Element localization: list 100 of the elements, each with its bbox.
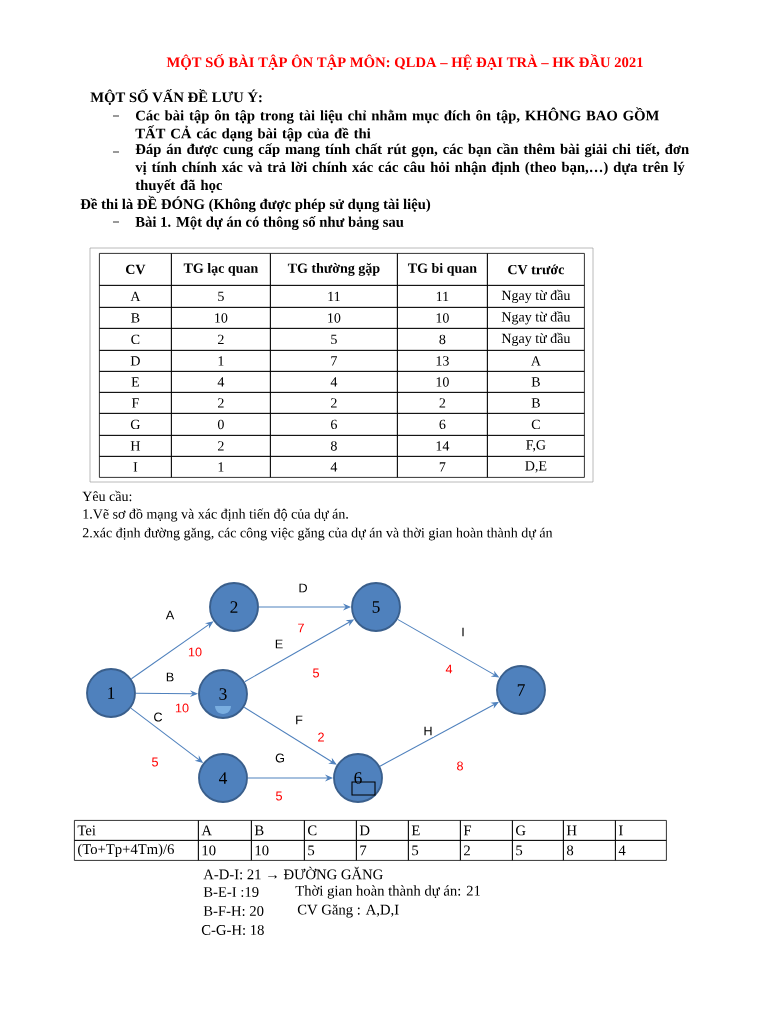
table-cell: 5 (408, 840, 461, 861)
table-cell: H (563, 820, 616, 841)
table-cell: Ngay từ đầu (487, 285, 585, 308)
table-cell: 4 (270, 456, 398, 478)
table-cell: 10 (270, 307, 398, 329)
duration-label: 5 (276, 791, 282, 801)
edge-label: B (166, 672, 174, 682)
table-cell: (To+Tp+4Tm)/6 (74, 840, 199, 861)
text-line: 1.Vẽ sơ đồ mạng và xác định tiến độ của dự án. (83, 508, 348, 522)
edge-label: C (154, 712, 163, 722)
edge-label: D (299, 583, 307, 593)
table-cell: 11 (397, 285, 488, 308)
table-cell: 10 (251, 840, 305, 861)
text-line: Đề thi là ĐỀ ĐÓNG (Không được phép sử dụng tài liệu) (80, 195, 431, 213)
table-cell: 5 (304, 840, 357, 861)
table-cell: Tei (74, 820, 199, 841)
table-cell: 0 (171, 413, 271, 436)
table-cell: 8 (563, 840, 616, 861)
table-cell: 5 (171, 285, 271, 308)
paragraph: Đáp án được cung cấp mang tính chất rút gọn, các bạn cần thêm bài giải chi tiết, đơn vị tính chính xác và trả lời chính xác các câu hỏi nhận định (theo bạn,…) dựa trên lý thuyết đã học (135, 143, 689, 194)
edge-label: A (165, 610, 175, 620)
table-cell: C (487, 413, 585, 436)
duration-label: 2 (318, 732, 324, 742)
table-cell: 2 (171, 435, 271, 457)
duration-label: 10 (188, 647, 202, 657)
table-cell: 7 (270, 350, 398, 372)
table-cell: D (356, 820, 409, 841)
table-cell: 10 (171, 307, 271, 329)
table-cell: 2 (270, 392, 398, 414)
table-cell: G (99, 413, 172, 436)
text-line: 2.xác định đường găng, các công việc găng của dự án và thời gian hoàn thành dự án (82, 527, 553, 541)
table-cell: CV trước (487, 253, 585, 286)
table-cell: 7 (397, 456, 488, 478)
duration-label: 10 (175, 703, 189, 713)
table-cell: B (251, 820, 305, 841)
duration-label: 4 (445, 664, 453, 674)
table-cell: F,G (487, 435, 585, 457)
table-cell: H (99, 435, 172, 457)
text-line: Yêu cầu: (82, 490, 132, 502)
title: MỘT SỐ BÀI TẬP ÔN TẬP MÔN: QLDA – HỆ ĐẠI TRÀ – HK ĐẦU 2021 (166, 54, 643, 70)
table-cell: 13 (397, 350, 488, 372)
table-cell: B (487, 392, 585, 414)
text-line: B-F-H: 20 (203, 906, 264, 916)
table-cell: 4 (615, 840, 667, 861)
table-cell: TG bi quan (397, 253, 488, 286)
table-cell: TG lạc quan (171, 253, 271, 286)
table-cell: 10 (397, 371, 488, 393)
table-cell: C (304, 820, 357, 841)
paragraph: Các bài tập ôn tập trong tài liệu chỉ nhằm mục đích ôn tập, KHÔNG BAO GỒM TẤT CẢ các dạng bài tập của đề thi (135, 107, 659, 142)
table-cell: I (615, 820, 667, 841)
heading: MỘT SỐ VẤN ĐỀ LƯU Ý: (90, 89, 262, 105)
text-line: C-G-H: 18 (201, 925, 264, 935)
table-cell: B (99, 307, 172, 329)
table-cell: 1 (171, 456, 271, 478)
duration-label: 5 (313, 668, 319, 678)
table-cell: D,E (487, 456, 585, 478)
table-cell: 1 (171, 350, 271, 372)
table-cell: 5 (270, 328, 398, 351)
table-cell: 14 (397, 435, 488, 457)
table-cell: I (99, 456, 172, 478)
edge-label: F (296, 715, 303, 725)
arrow (243, 706, 337, 765)
table-cell: 10 (198, 840, 252, 861)
table-cell: E (99, 371, 172, 393)
table-cell: 6 (270, 413, 398, 436)
text-line: Bài 1. Một dự án có thông số như bảng sau (135, 216, 404, 230)
table-cell: 10 (397, 307, 488, 329)
table-cell: 8 (397, 328, 488, 351)
duration-label: 5 (152, 757, 158, 767)
table-cell: F (460, 820, 513, 841)
table-cell: 6 (397, 413, 488, 436)
table-cell: 11 (270, 285, 398, 308)
table-cell: Ngay từ đầu (487, 328, 585, 351)
table-cell: C (99, 328, 172, 351)
duration-label: 7 (298, 623, 304, 633)
edge-label: H (424, 726, 432, 736)
table-cell: 2 (397, 392, 488, 414)
table-cell: F (99, 392, 172, 414)
table-cell: 8 (270, 435, 398, 457)
table-cell: TG thường gặp (270, 253, 398, 286)
text-line: CV Găng : A,D,I (297, 904, 399, 918)
duration-label: 8 (457, 761, 463, 771)
text-line: B-E-I :19 (203, 887, 259, 897)
table-cell: CV (99, 253, 172, 286)
text-line: A-D-I: 21 → ĐƯỜNG GĂNG (203, 866, 383, 880)
table-cell: 4 (171, 371, 271, 393)
table-cell: A (99, 285, 172, 308)
table-cell: E (408, 820, 461, 841)
table-cell: 2 (171, 392, 271, 414)
edge-label: G (275, 753, 284, 763)
table-cell: 7 (356, 840, 409, 861)
table-cell: A (198, 820, 252, 841)
table-cell: D (99, 350, 172, 372)
table-cell: B (487, 371, 585, 393)
table-cell: 4 (270, 371, 398, 393)
table-cell: 2 (171, 328, 271, 351)
edge-label: E (275, 639, 283, 649)
table-cell: A (487, 350, 585, 372)
table-cell: Ngay từ đầu (487, 307, 585, 329)
text-line: Thời gian hoàn thành dự án: 21 (295, 885, 480, 899)
